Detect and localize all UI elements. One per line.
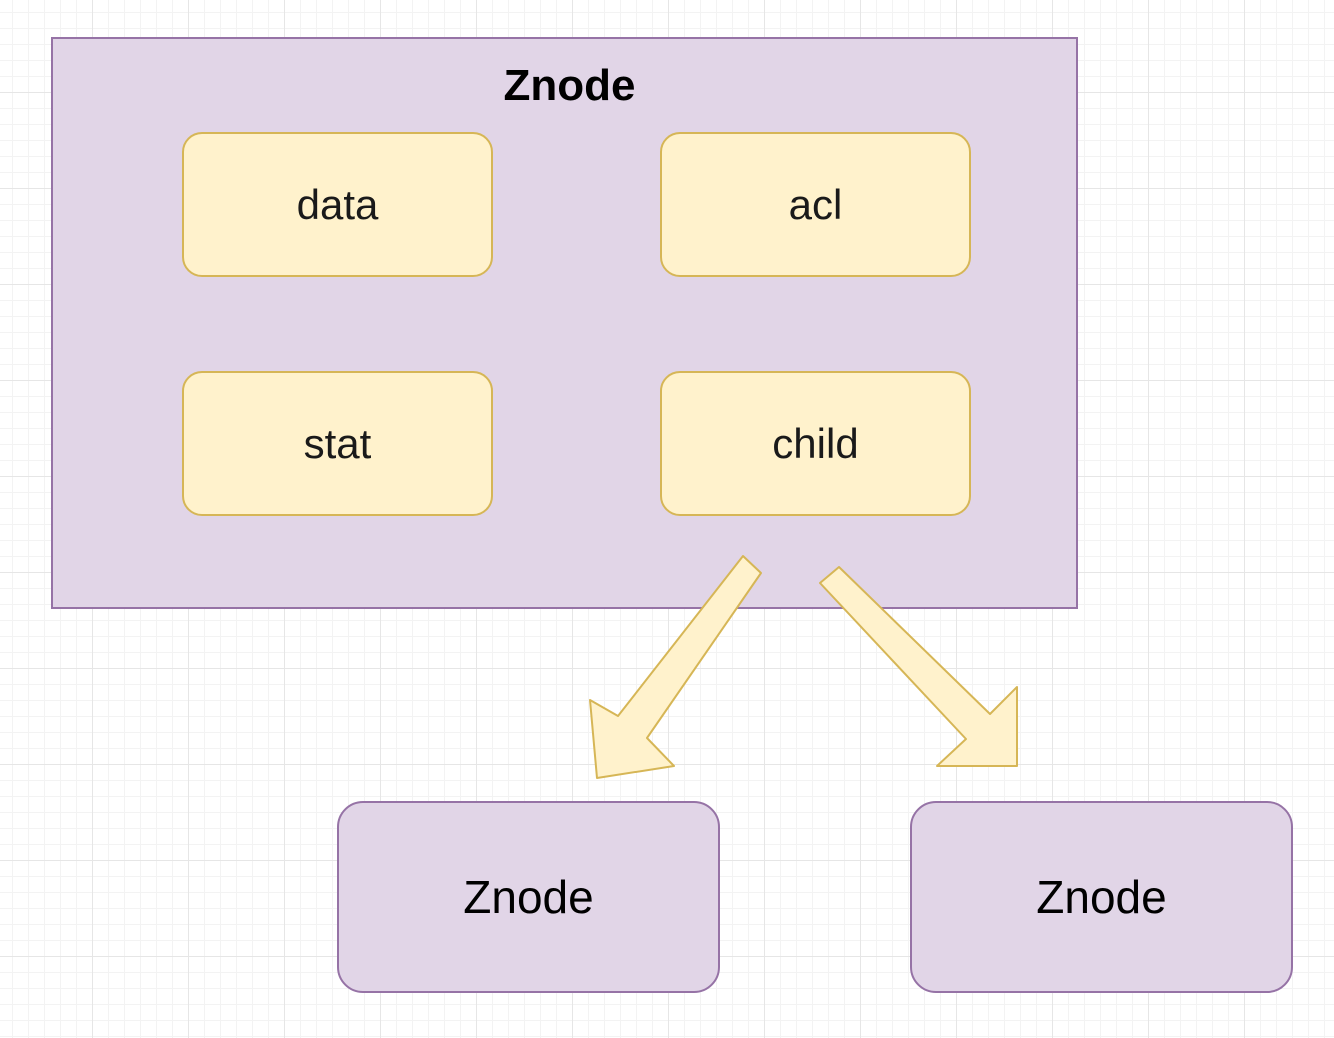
znode-title: Znode (503, 61, 636, 110)
arrow-to-right-child[interactable] (819, 566, 1018, 767)
field-child[interactable]: child (660, 371, 971, 516)
arrow-to-left-child[interactable] (589, 555, 762, 779)
child-znode-right[interactable]: Znode (910, 801, 1293, 993)
field-data[interactable]: data (182, 132, 493, 277)
field-stat[interactable]: stat (182, 371, 493, 516)
field-acl[interactable]: acl (660, 132, 971, 277)
child-znode-left[interactable]: Znode (337, 801, 720, 993)
